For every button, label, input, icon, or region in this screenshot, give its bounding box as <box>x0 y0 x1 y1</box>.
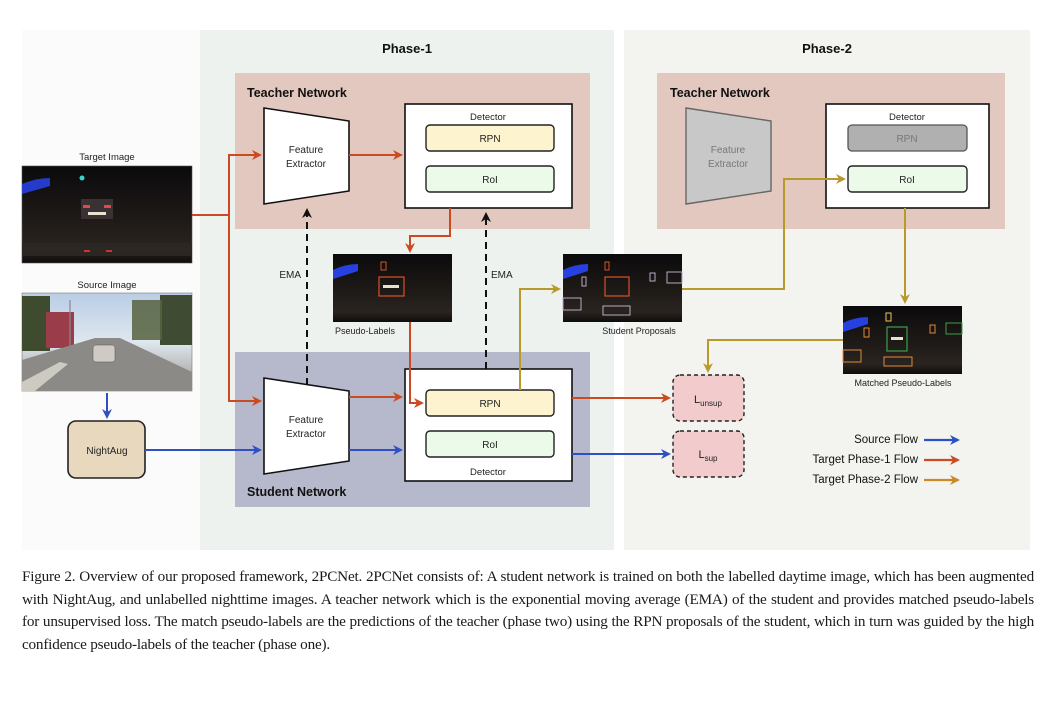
student-proposals-caption: Student Proposals <box>602 326 676 336</box>
student-network-title: Student Network <box>247 485 346 499</box>
source-image <box>21 292 193 392</box>
nightaug-label: NightAug <box>86 446 127 457</box>
svg-text:Lsup: Lsup <box>698 449 718 463</box>
legend-label-phase2: Target Phase-2 Flow <box>813 474 919 486</box>
nightaug-box: NightAug <box>67 420 146 479</box>
loss-sup-sub: sup <box>705 454 718 463</box>
teacher-p2-feature-extractor: Feature Extractor <box>685 107 772 205</box>
teacher-p2-detector-label: Detector <box>889 112 925 123</box>
arrow-matched-to-lunsup <box>703 339 843 373</box>
teacher-p2-rpn-label: RPN <box>896 134 917 145</box>
matched-pseudo-labels-image <box>842 306 963 374</box>
teacher-fe-line1: Feature <box>289 145 324 156</box>
loss-sup-base: L <box>698 449 704 461</box>
student-proposals-image <box>562 254 683 322</box>
teacher-detector: Detector RPN RoI <box>404 103 573 209</box>
phase1-title: Phase-1 <box>382 41 432 56</box>
legend-label-phase1: Target Phase-1 Flow <box>813 454 919 466</box>
teacher-rpn-label: RPN <box>479 134 500 145</box>
loss-sup-box: Lsup <box>672 430 745 478</box>
loss-unsup-base: L <box>694 394 700 406</box>
teacher-fe-line2: Extractor <box>286 159 327 170</box>
teacher-feature-extractor: Feature Extractor <box>263 107 350 205</box>
teacher-detector-label: Detector <box>470 112 506 123</box>
student-detector-label: Detector <box>470 467 506 478</box>
teacher-rpn <box>425 124 555 152</box>
student-rpn-label: RPN <box>479 399 500 410</box>
teacher-network-p2-title: Teacher Network <box>670 86 770 100</box>
arrow-teacher-detector-to-pseudo <box>405 208 451 253</box>
phase2-title: Phase-2 <box>802 41 852 56</box>
teacher-p2-rpn <box>847 124 968 152</box>
figure-caption: Figure 2. Overview of our proposed frame… <box>22 568 1034 653</box>
arrow-pseudo-to-student-rpn <box>409 322 424 408</box>
framework-diagram: Phase-1 Phase-2 Teacher Network Student … <box>21 30 1030 550</box>
target-image-label: Target Image <box>79 152 134 163</box>
ema-label-2: EMA <box>491 270 513 281</box>
pseudo-labels-image <box>333 254 452 322</box>
student-rpn <box>425 389 555 417</box>
teacher-p2-roi <box>847 165 968 193</box>
matched-pseudo-labels-caption: Matched Pseudo-Labels <box>854 378 952 388</box>
source-image-label: Source Image <box>77 280 136 291</box>
teacher-roi-label: RoI <box>482 175 498 186</box>
phase2-flow-arrows <box>519 174 910 390</box>
legend-label-source: Source Flow <box>854 434 919 446</box>
target-image <box>21 165 193 264</box>
teacher-p2-roi-label: RoI <box>899 175 915 186</box>
teacher-network-p1-title: Teacher Network <box>247 86 347 100</box>
loss-unsup-box: Lunsup <box>672 374 745 422</box>
arrow-target-to-teacher-fe <box>192 150 262 216</box>
phase1-flow-arrows <box>192 150 671 408</box>
student-detector: RPN RoI Detector <box>404 368 573 482</box>
source-flow-arrows <box>102 393 671 459</box>
student-roi <box>425 430 555 458</box>
svg-text:Lunsup: Lunsup <box>694 394 722 408</box>
student-roi-label: RoI <box>482 440 498 451</box>
arrow-proposals-to-p2-roi <box>682 174 846 290</box>
student-fe-line2: Extractor <box>286 429 327 440</box>
student-feature-extractor: Feature Extractor <box>263 377 350 475</box>
teacher-p2-fe-line1: Feature <box>711 145 746 156</box>
pseudo-labels-caption: Pseudo-Labels <box>335 326 396 336</box>
student-fe-line1: Feature <box>289 415 324 426</box>
teacher-p2-detector: Detector RPN RoI <box>825 103 990 209</box>
ema-arrows <box>302 208 491 385</box>
teacher-p2-fe-line2: Extractor <box>708 159 749 170</box>
ema-label-1: EMA <box>279 270 301 281</box>
arrow-student-rpn-to-proposals <box>519 284 561 390</box>
loss-unsup-sub: unsup <box>700 399 722 408</box>
arrow-target-to-student-fe <box>228 215 262 406</box>
teacher-roi <box>425 165 555 193</box>
legend: Source Flow Target Phase-1 Flow Target P… <box>813 434 960 486</box>
